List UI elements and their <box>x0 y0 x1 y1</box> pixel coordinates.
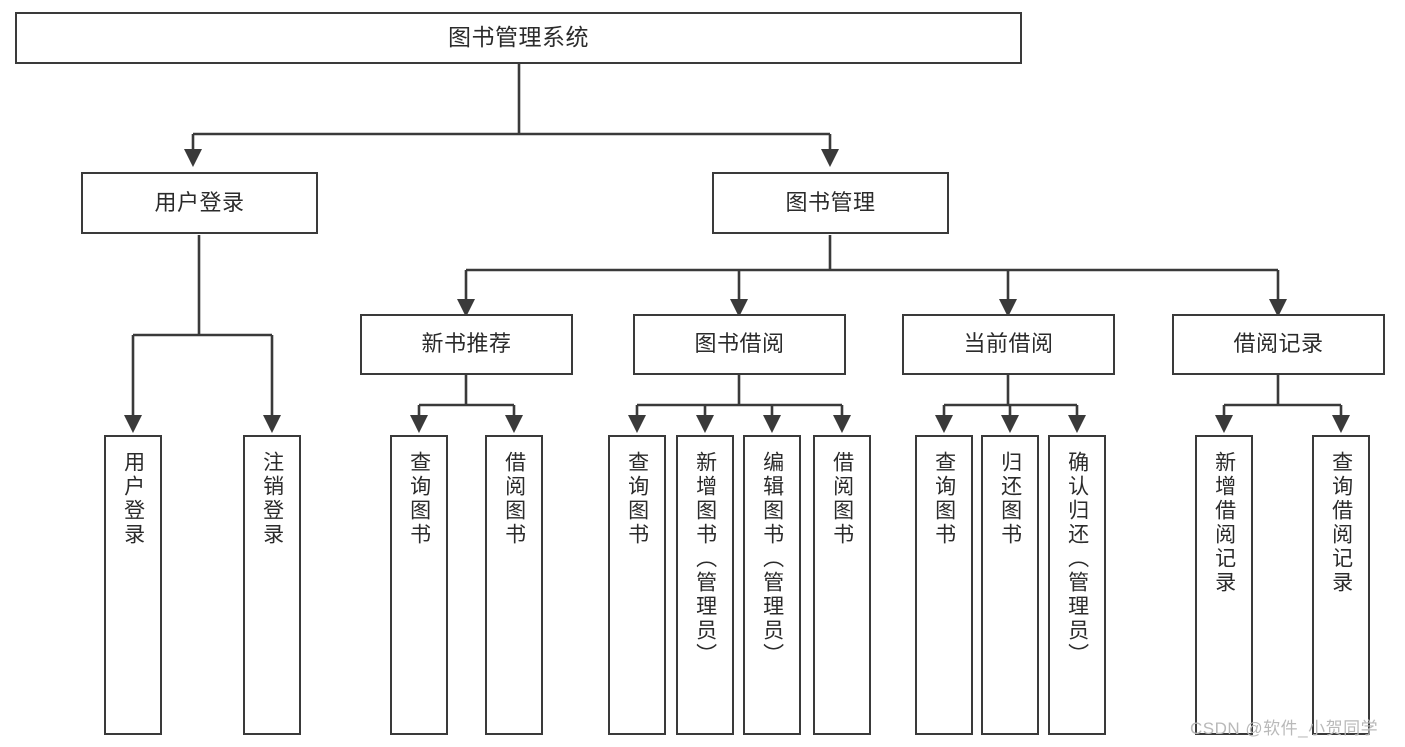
leaf-borrow-borrow-book-label: 借阅图书 <box>830 451 854 547</box>
leaf-logout[interactable]: 注销登录 <box>243 435 301 735</box>
leaf-borrow-edit-book-admin[interactable]: 编辑图书（管理员） <box>743 435 801 735</box>
node-new-book-recommend[interactable]: 新书推荐 <box>360 314 573 375</box>
node-borrow-record[interactable]: 借阅记录 <box>1172 314 1385 375</box>
leaf-logout-label: 注销登录 <box>260 451 284 547</box>
leaf-current-return-book-label: 归还图书 <box>998 451 1022 547</box>
leaf-current-return-book[interactable]: 归还图书 <box>981 435 1039 735</box>
node-current-borrow[interactable]: 当前借阅 <box>902 314 1115 375</box>
leaf-current-query-book[interactable]: 查询图书 <box>915 435 973 735</box>
leaf-newbook-query-book[interactable]: 查询图书 <box>390 435 448 735</box>
leaf-newbook-borrow-book-label: 借阅图书 <box>502 451 526 547</box>
leaf-borrow-borrow-book[interactable]: 借阅图书 <box>813 435 871 735</box>
node-user-login[interactable]: 用户登录 <box>81 172 318 234</box>
leaf-record-query-record[interactable]: 查询借阅记录 <box>1312 435 1370 735</box>
node-book-borrow[interactable]: 图书借阅 <box>633 314 846 375</box>
leaf-borrow-query-book-label: 查询图书 <box>625 451 649 547</box>
leaf-newbook-borrow-book[interactable]: 借阅图书 <box>485 435 543 735</box>
leaf-current-confirm-return-admin[interactable]: 确认归还（管理员） <box>1048 435 1106 735</box>
leaf-borrow-add-book-admin-label: 新增图书（管理员） <box>693 451 717 667</box>
node-book-manage-label: 图书管理 <box>785 189 876 215</box>
leaf-borrow-add-book-admin[interactable]: 新增图书（管理员） <box>676 435 734 735</box>
leaf-user-login[interactable]: 用户登录 <box>104 435 162 735</box>
leaf-record-query-record-label: 查询借阅记录 <box>1329 451 1353 595</box>
leaf-current-query-book-label: 查询图书 <box>932 451 956 547</box>
leaf-record-add-record-label: 新增借阅记录 <box>1212 451 1236 595</box>
node-book-manage[interactable]: 图书管理 <box>712 172 949 234</box>
leaf-current-confirm-return-admin-label: 确认归还（管理员） <box>1065 451 1089 667</box>
leaf-user-login-label: 用户登录 <box>121 451 145 547</box>
node-book-borrow-label: 图书借阅 <box>694 331 785 357</box>
node-current-borrow-label: 当前借阅 <box>963 331 1054 357</box>
node-new-book-recommend-label: 新书推荐 <box>421 331 512 357</box>
leaf-record-add-record[interactable]: 新增借阅记录 <box>1195 435 1253 735</box>
watermark: CSDN @软件_小贺同学 <box>1190 719 1379 738</box>
node-root-label: 图书管理系统 <box>448 24 589 51</box>
node-root[interactable]: 图书管理系统 <box>15 12 1022 64</box>
leaf-newbook-query-book-label: 查询图书 <box>407 451 431 547</box>
node-user-login-label: 用户登录 <box>154 189 245 215</box>
leaf-borrow-query-book[interactable]: 查询图书 <box>608 435 666 735</box>
leaf-borrow-edit-book-admin-label: 编辑图书（管理员） <box>760 451 784 667</box>
node-borrow-record-label: 借阅记录 <box>1233 331 1324 357</box>
